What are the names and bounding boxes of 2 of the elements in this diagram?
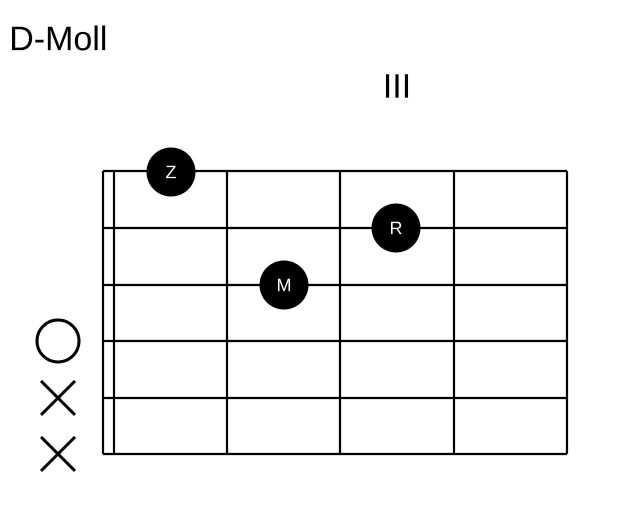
title: D-Moll bbox=[12, 26, 106, 50]
fret-number: III bbox=[386, 74, 408, 98]
